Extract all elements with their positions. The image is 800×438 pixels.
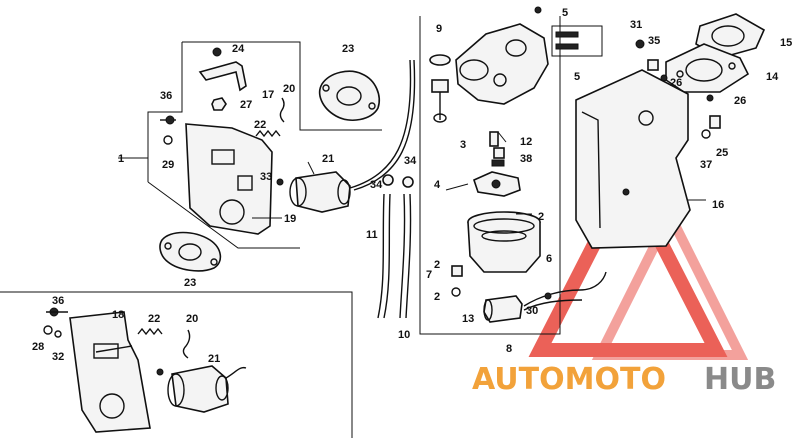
label-18: 18	[112, 309, 124, 321]
label-3: 3	[460, 139, 466, 151]
label-2-bowl: 2	[538, 211, 544, 223]
label-15: 15	[780, 37, 792, 49]
label-7: 7	[426, 269, 432, 281]
label-26-left: 26	[670, 77, 682, 89]
label-11: 11	[366, 229, 378, 241]
group-left-lower	[0, 291, 353, 438]
label-14: 14	[766, 71, 779, 83]
label-20-lower: 20	[186, 313, 198, 325]
label-33: 33	[260, 171, 272, 183]
group-tubes	[377, 174, 414, 319]
label-21-upper: 21	[322, 153, 334, 165]
label-20-upper: 20	[283, 83, 295, 95]
label-24: 24	[232, 43, 245, 55]
label-38: 38	[520, 153, 532, 165]
label-23-upper: 23	[342, 43, 354, 55]
label-29: 29	[162, 159, 174, 171]
label-28: 28	[32, 341, 44, 353]
label-10: 10	[398, 329, 410, 341]
label-22-upper: 22	[254, 119, 266, 131]
label-26-right: 26	[734, 95, 746, 107]
heat-shield-16	[575, 69, 691, 249]
label-31: 31	[630, 19, 642, 31]
label-21-lower: 21	[208, 353, 220, 365]
watermark-text-hub: HUB	[704, 362, 776, 397]
watermark-logo	[528, 162, 749, 360]
solenoid-21-upper	[289, 171, 351, 213]
label-17: 17	[262, 89, 274, 101]
label-2-drain: 2	[434, 291, 440, 303]
gasket-23-upper	[318, 70, 380, 121]
label-36-upper: 36	[160, 90, 172, 102]
label-34-left: 34	[370, 179, 383, 191]
watermark-text-automoto: AUTOMOTO	[472, 362, 666, 397]
label-13: 13	[462, 313, 474, 325]
gasket-23-lower	[159, 231, 222, 272]
plate-19	[185, 123, 273, 235]
label-32: 32	[52, 351, 64, 363]
label-12: 12	[520, 136, 532, 148]
float-bowl-2	[467, 211, 541, 273]
label-9: 9	[436, 23, 442, 35]
solenoid-21-lower	[167, 365, 247, 413]
callout-labels: 24 23 36 20 27 17 22 1 29 21 33 19 23 9 …	[32, 7, 792, 365]
group-left-upper	[118, 41, 416, 272]
label-35: 35	[648, 35, 660, 47]
label-5-mid: 5	[574, 71, 580, 83]
group-right	[575, 13, 766, 249]
label-16: 16	[712, 199, 724, 211]
label-37: 37	[700, 159, 712, 171]
label-5-top: 5	[562, 7, 568, 19]
label-30: 30	[526, 305, 538, 317]
group-carburetor	[419, 6, 607, 335]
label-2-screw: 2	[434, 259, 440, 271]
label-4: 4	[434, 179, 441, 191]
label-19: 19	[284, 213, 296, 225]
label-27: 27	[240, 99, 252, 111]
label-22-lower: 22	[148, 313, 160, 325]
label-8: 8	[506, 343, 512, 355]
label-6: 6	[546, 253, 552, 265]
label-34-right: 34	[404, 155, 417, 167]
label-36-lower: 36	[52, 295, 64, 307]
label-25: 25	[716, 147, 728, 159]
label-23-lower: 23	[184, 277, 196, 289]
label-1: 1	[118, 153, 124, 165]
watermark-text: AUTOMOTO HUB	[472, 362, 776, 397]
